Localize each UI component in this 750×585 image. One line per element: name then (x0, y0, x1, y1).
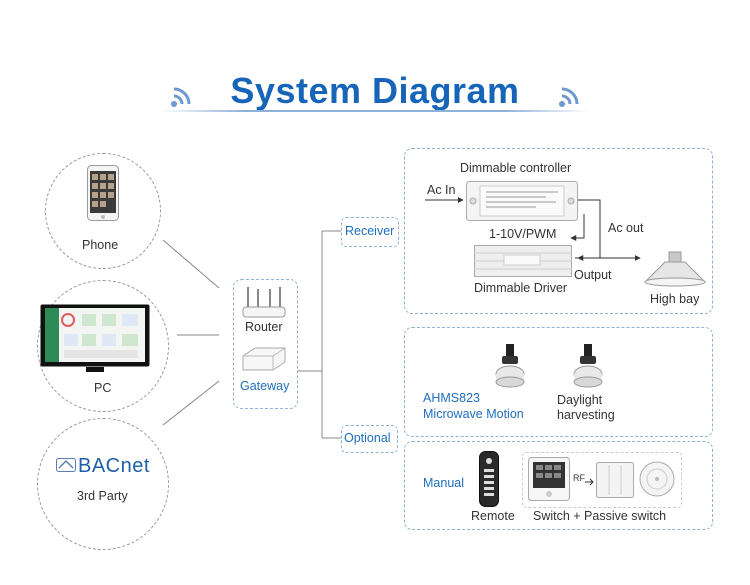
pc-label: PC (94, 381, 112, 395)
title-underline (160, 110, 590, 112)
optional-label: Optional (344, 431, 391, 445)
remote-label: Remote (471, 509, 515, 523)
output-label: Output (574, 268, 612, 282)
dimmable-controller-device (466, 181, 578, 221)
ac-in-label: Ac In (427, 183, 456, 197)
touch-panel-icon (528, 457, 570, 501)
pc-circle (37, 280, 169, 412)
receiver-branch (341, 217, 399, 247)
rf-arrow-icon (585, 478, 594, 486)
rf-label: RF (573, 473, 585, 483)
switch-label: Switch + Passive switch (533, 509, 667, 523)
sensors-panel (404, 327, 713, 437)
controller-title: Dimmable controller (460, 161, 572, 175)
page-title: System Diagram (230, 70, 520, 111)
phone-label: Phone (82, 238, 119, 252)
switch-group (522, 452, 682, 508)
signal-label: 1-10V/PWM (489, 227, 557, 241)
dimmable-driver-device (474, 245, 572, 277)
wifi-right-icon (559, 87, 579, 107)
router-icon (242, 287, 286, 318)
third-party-label: 3rd Party (77, 489, 128, 503)
gateway-label: Gateway (240, 379, 290, 393)
high-bay-label: High bay (650, 292, 700, 306)
router-label: Router (245, 320, 283, 334)
third-party-circle (37, 418, 169, 550)
daylight-label-line2: harvesting (557, 408, 615, 422)
high-bay-lamp-icon (643, 251, 707, 287)
receiver-panel (404, 148, 713, 314)
phone-circle (45, 153, 161, 269)
round-switch-icon (639, 461, 675, 497)
phone-device-icon (87, 165, 119, 221)
gateway-group (233, 279, 298, 409)
bacnet-badge-icon (56, 458, 76, 472)
optional-branch (341, 425, 398, 453)
daylight-label-line1: Daylight (557, 393, 603, 407)
motion-model-label: AHMS823 (423, 391, 480, 405)
receiver-label: Receiver (345, 224, 395, 238)
motion-sensor-icon (495, 344, 525, 388)
manual-panel (404, 441, 713, 530)
motion-name-label: Microwave Motion (423, 407, 524, 421)
gateway-device-icon (242, 347, 286, 371)
daylight-sensor-icon (573, 344, 603, 388)
wifi-left-icon (171, 87, 191, 107)
remote-control-icon (479, 451, 499, 507)
ac-out-label: Ac out (608, 221, 644, 235)
manual-label: Manual (423, 476, 464, 490)
passive-switch-icon (596, 462, 634, 498)
driver-label: Dimmable Driver (474, 281, 568, 295)
pc-monitor-icon (40, 304, 150, 372)
bacnet-logo: BACnet (78, 455, 150, 477)
